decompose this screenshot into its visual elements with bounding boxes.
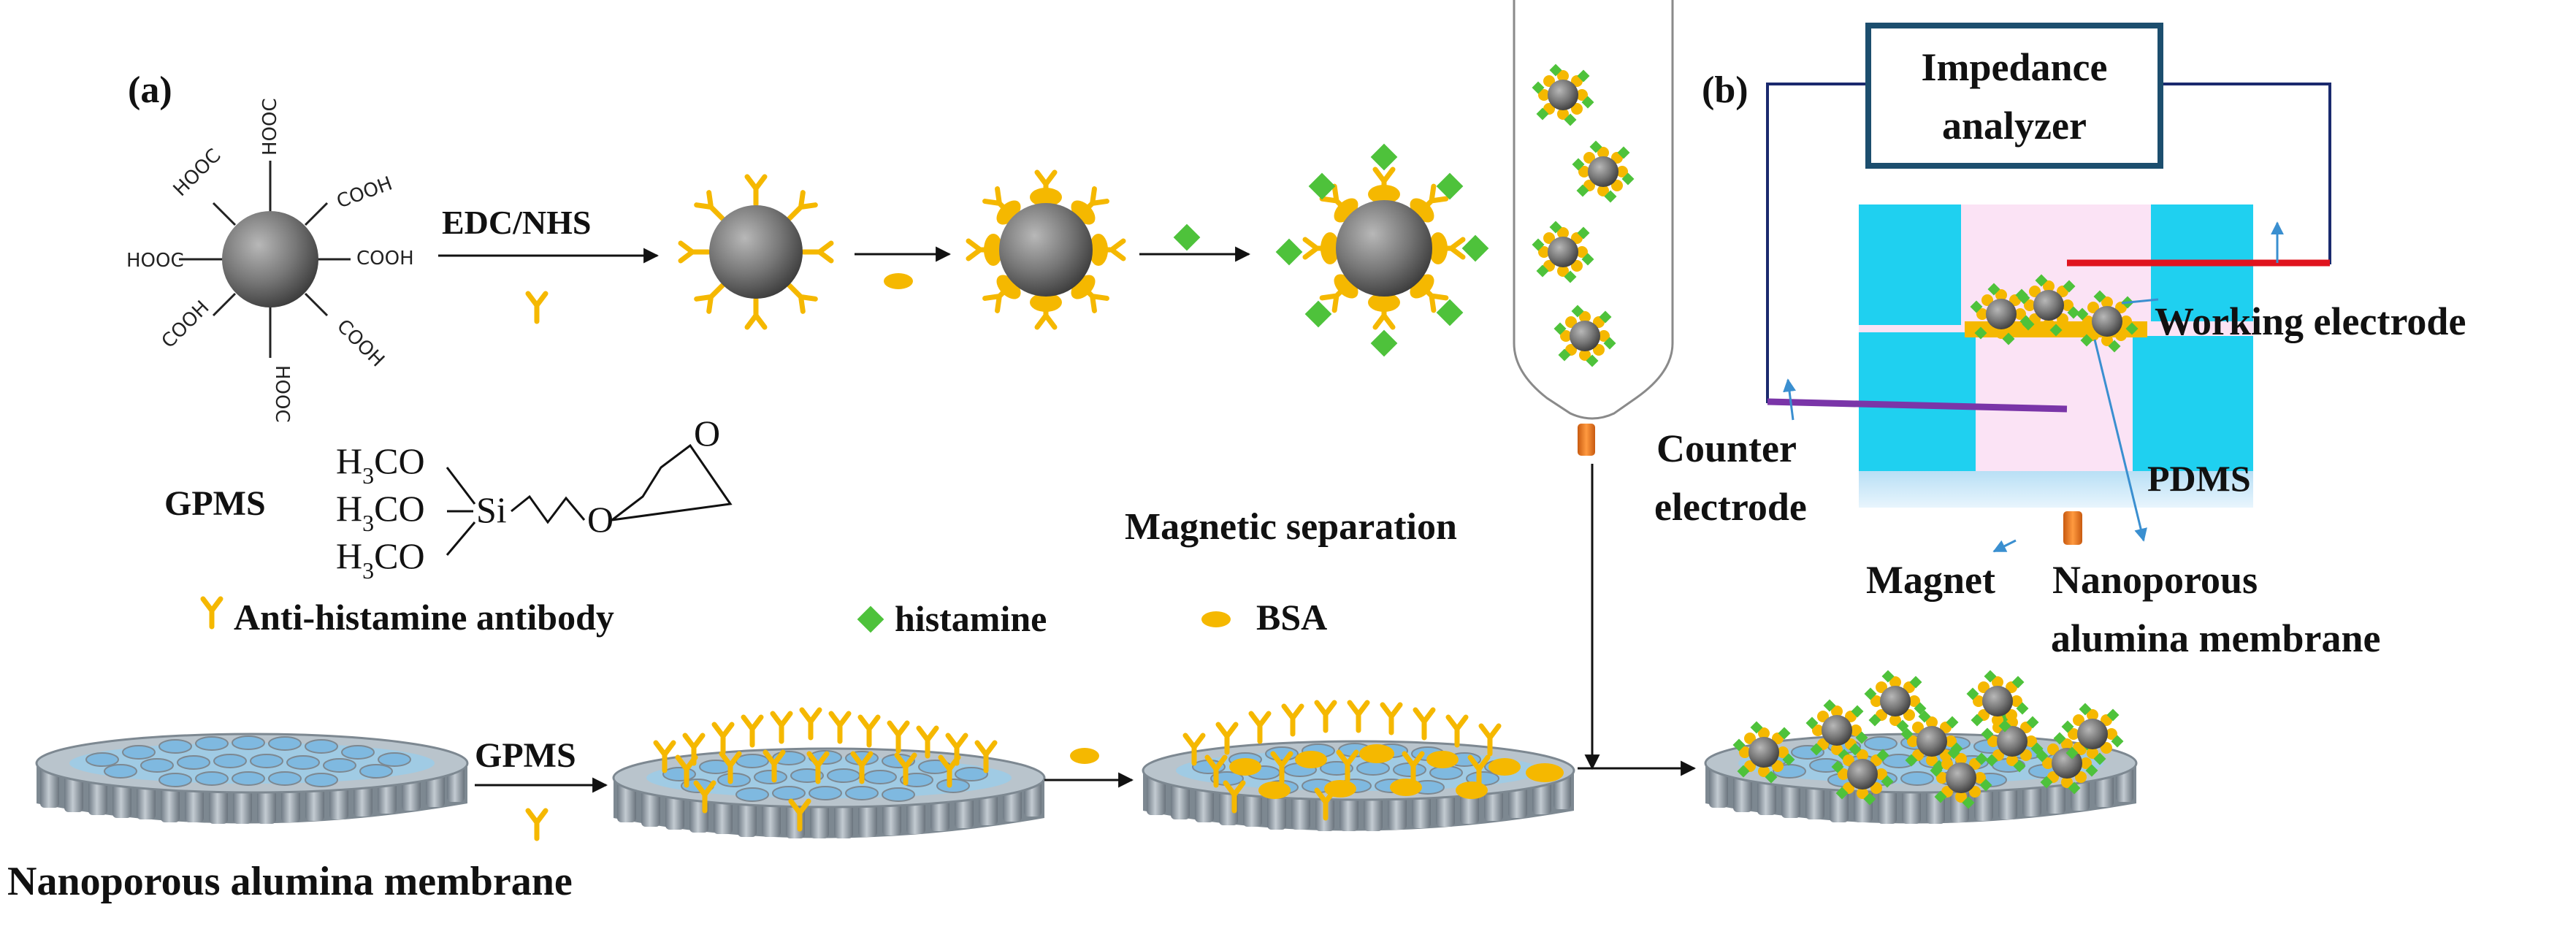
bead-histamine-complex	[1275, 143, 1489, 357]
membrane-antibody-bsa	[1142, 703, 1575, 833]
svg-text:O: O	[587, 499, 614, 540]
bsa-icon	[884, 273, 913, 289]
gpms-structure: H3CO H3CO H3CO Si O O	[336, 413, 733, 584]
antibody-icon	[528, 294, 546, 321]
counter-electrode	[1767, 398, 2068, 413]
svg-text:Si: Si	[476, 489, 507, 530]
bead-icon	[1336, 200, 1432, 297]
antibody-icon	[528, 811, 546, 838]
impedance-analyzer	[1865, 23, 2163, 169]
device-membrane	[1965, 275, 2147, 353]
bsa-icon	[1070, 748, 1099, 764]
membrane-with-complexes	[1704, 670, 2138, 825]
nanoporous-label-1: Nanoporous	[2052, 558, 2258, 602]
cooh-bead-group: HOOC HOOC HOOC COOH HOOC COOH COOH COOH	[126, 98, 414, 422]
svg-text:HOOC: HOOC	[259, 98, 281, 156]
svg-text:O: O	[694, 413, 720, 454]
magnet-icon	[1578, 424, 1595, 456]
impedance-label-1: Impedance	[1922, 45, 2108, 89]
legend-antibody: Anti-histamine antibody	[234, 597, 614, 638]
svg-text:HOOC: HOOC	[169, 145, 226, 201]
gpms-label: GPMS	[164, 484, 266, 523]
gpms-arrow-label: GPMS	[475, 736, 576, 775]
working-electrode-label: Working electrode	[2155, 299, 2466, 343]
legend-histamine: histamine	[895, 598, 1047, 639]
svg-text:H3CO: H3CO	[336, 440, 425, 489]
magnet-label: Magnet	[1866, 558, 1995, 602]
antibody-bead	[681, 177, 831, 327]
svg-text:H3CO: H3CO	[336, 535, 425, 584]
antibody-icon	[203, 599, 221, 627]
svg-text:COOH: COOH	[334, 172, 395, 213]
bead-icon	[999, 203, 1093, 297]
bead-icon	[709, 205, 803, 299]
histamine-icon	[1173, 223, 1201, 251]
impedance-label-2: analyzer	[1942, 104, 2087, 148]
bead-icon	[222, 211, 318, 307]
svg-text:COOH: COOH	[158, 297, 214, 353]
pdms-device	[1859, 204, 2253, 508]
svg-text:H3CO: H3CO	[336, 488, 425, 536]
edc-nhs-label: EDC/NHS	[442, 204, 591, 241]
nanoporous-label-2: alumina membrane	[2051, 616, 2381, 660]
antibody-bsa-bead	[968, 172, 1123, 327]
bsa-icon	[1201, 611, 1231, 627]
panel-b-label: (b)	[1702, 69, 1748, 111]
counter-electrode-label-2: electrode	[1654, 485, 1807, 529]
histamine-icon	[857, 605, 884, 633]
counter-electrode-label-1: Counter	[1656, 427, 1797, 470]
svg-text:HOOC: HOOC	[126, 250, 184, 272]
magnetic-separation-tube	[1513, 0, 1674, 771]
membrane-caption: Nanoporous alumina membrane	[7, 859, 573, 904]
magnetic-separation-label: Magnetic separation	[1125, 506, 1457, 548]
svg-text:COOH: COOH	[356, 248, 414, 269]
legend-bsa: BSA	[1256, 597, 1327, 638]
panel-a-label: (a)	[128, 69, 172, 111]
membrane-icon	[35, 733, 469, 824]
pdms-label: PDMS	[2147, 458, 2251, 499]
svg-text:COOH: COOH	[332, 316, 389, 372]
legend: Anti-histamine antibody histamine BSA	[203, 597, 1327, 639]
magnet-icon	[2063, 511, 2082, 545]
svg-text:HOOC: HOOC	[271, 365, 293, 423]
membrane-antibody	[612, 710, 1046, 840]
